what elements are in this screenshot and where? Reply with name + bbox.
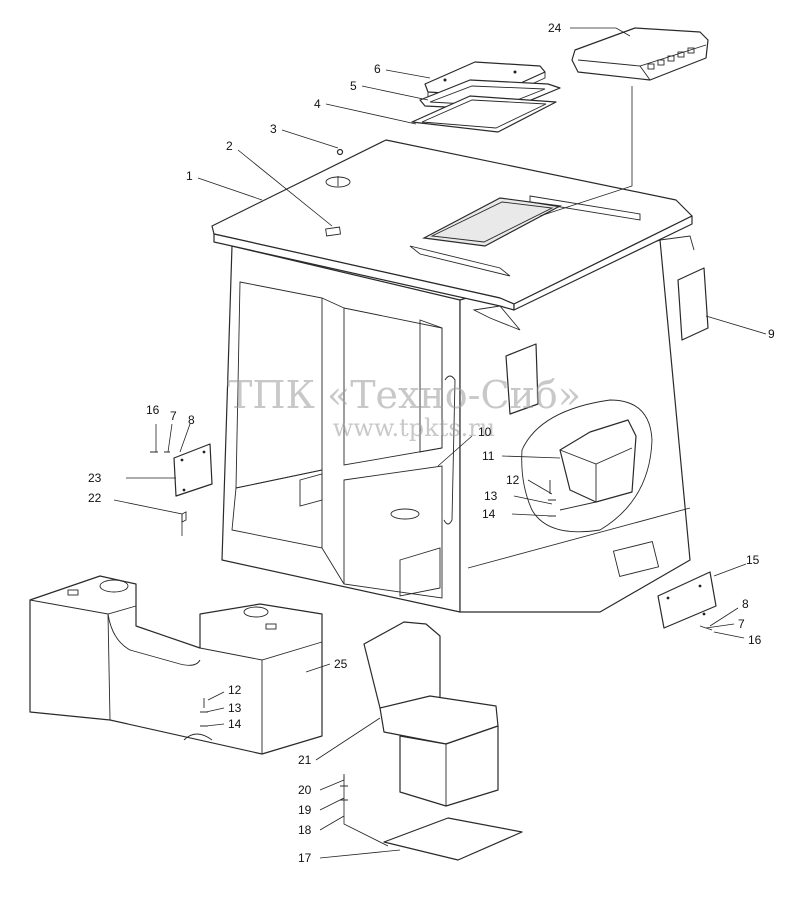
callout-16-left: 16 <box>146 403 160 417</box>
callout-14-console: 14 <box>228 717 242 731</box>
callout-12-console: 12 <box>228 683 242 697</box>
mirror-right <box>677 267 709 341</box>
console <box>29 575 323 755</box>
callout-22: 22 <box>88 491 102 505</box>
callout-14-right: 14 <box>482 507 496 521</box>
floor-plate <box>383 817 523 861</box>
callout-25: 25 <box>334 657 348 671</box>
callout-10: 10 <box>478 425 492 439</box>
seat-detail-inset <box>521 399 653 533</box>
callout-2: 2 <box>226 139 233 153</box>
leader-lines <box>113 27 767 859</box>
callout-6: 6 <box>374 62 381 76</box>
side-plate-right <box>657 571 717 629</box>
callout-9: 9 <box>768 327 775 341</box>
callout-4: 4 <box>314 97 321 111</box>
callout-18: 18 <box>298 823 312 837</box>
watermark-title: ТПК «Техно-Сиб» <box>227 373 581 417</box>
callout-7-right: 7 <box>738 617 745 631</box>
callout-15: 15 <box>746 553 760 567</box>
watermark-url: www.tpkts.ru <box>333 414 495 442</box>
callout-3: 3 <box>270 122 277 136</box>
callout-8-right: 8 <box>742 597 749 611</box>
callout-17: 17 <box>298 851 312 865</box>
mirror-left <box>472 305 539 415</box>
callout-8-left: 8 <box>188 413 195 427</box>
callout-1: 1 <box>186 169 193 183</box>
callout-24-top: 24 <box>548 21 562 35</box>
callout-11: 11 <box>482 449 495 463</box>
callout-13-console: 13 <box>228 701 242 715</box>
cab-roof <box>211 139 695 311</box>
callout-23: 23 <box>88 471 102 485</box>
callout-12-right: 12 <box>506 473 520 487</box>
callout-19: 19 <box>298 803 312 817</box>
callout-16-right: 16 <box>748 633 762 647</box>
callout-13-right: 13 <box>484 489 498 503</box>
callout-labels: 24 6 5 4 3 2 1 9 16 7 8 10 11 23 12 13 1… <box>88 21 775 865</box>
hardware-pieces <box>150 148 713 801</box>
hatch-seal <box>411 95 557 133</box>
side-plate-left <box>173 443 213 523</box>
callout-7-left: 7 <box>170 409 177 423</box>
callout-20: 20 <box>298 783 312 797</box>
roof-hatch-cover <box>571 27 709 81</box>
callout-5: 5 <box>350 79 357 93</box>
seat <box>363 621 499 807</box>
cab-body <box>221 239 691 613</box>
callout-21: 21 <box>298 753 312 767</box>
